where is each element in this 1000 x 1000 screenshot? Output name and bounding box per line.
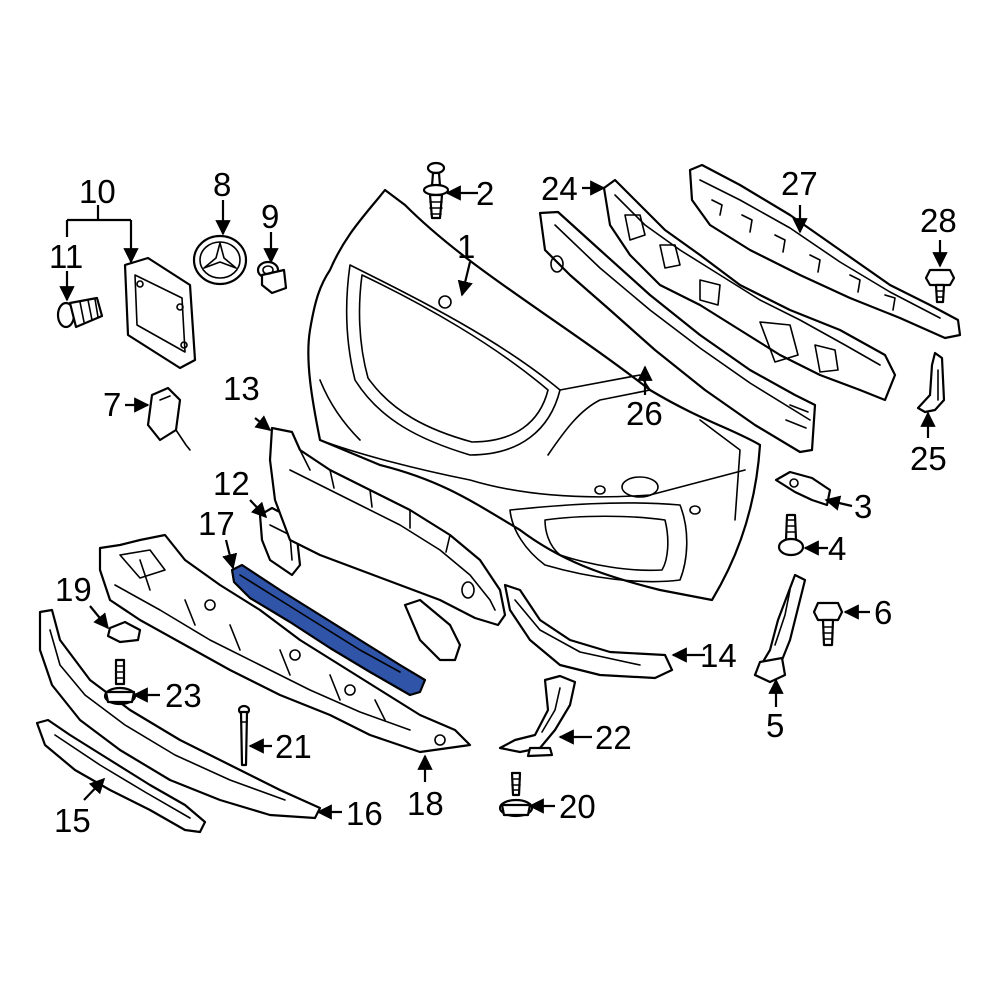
bolt-6 [812, 601, 844, 647]
callout-13: 13 [223, 370, 260, 407]
foam-absorber [602, 178, 897, 402]
clip-19 [106, 620, 142, 644]
bracket-3 [774, 470, 832, 507]
callout-4: 4 [828, 530, 846, 567]
callout-7: 7 [103, 386, 121, 423]
bracket-5 [753, 573, 807, 684]
bolt-28 [924, 268, 956, 304]
callout-15: 15 [54, 802, 91, 839]
callout-2: 2 [476, 175, 494, 212]
callout-8: 8 [213, 166, 231, 203]
callout-24: 24 [541, 170, 578, 207]
nut-9 [256, 260, 288, 295]
emblem [192, 234, 248, 286]
lower-spoiler [35, 718, 207, 834]
callout-20: 20 [559, 788, 596, 825]
callout-19: 19 [55, 571, 92, 608]
clip-11 [56, 296, 104, 329]
callout-16: 16 [346, 795, 383, 832]
bolt-23 [103, 658, 137, 706]
callout-26: 26 [626, 395, 663, 432]
undershield [98, 533, 472, 754]
push-rivet [422, 161, 450, 220]
energy-absorber [230, 563, 427, 697]
leader-lines [59, 180, 948, 820]
callout-22: 22 [595, 719, 632, 756]
callout-11: 11 [49, 238, 83, 275]
callout-1: 1 [457, 228, 475, 265]
bumper-cover [307, 188, 762, 602]
license-bracket [123, 256, 197, 370]
callout-28: 28 [920, 202, 957, 239]
bracket-22 [498, 674, 577, 758]
callout-5: 5 [766, 707, 784, 744]
bracket-25 [916, 351, 946, 414]
callout-labels: 1 2 3 4 5 6 7 8 9 10 11 12 13 14 15 16 1… [49, 165, 957, 839]
callout-10: 10 [79, 173, 116, 210]
callout-18: 18 [407, 785, 444, 822]
callout-14: 14 [700, 637, 737, 674]
callout-3: 3 [854, 488, 872, 525]
callout-6: 6 [874, 594, 892, 631]
callout-25: 25 [910, 440, 947, 477]
grille-frame [268, 426, 507, 662]
trim-strip [503, 583, 674, 680]
bracket-7 [146, 386, 191, 451]
callout-12: 12 [213, 465, 250, 502]
screw-4 [777, 513, 805, 557]
upper-absorber [688, 163, 962, 340]
bolt-20 [498, 771, 534, 818]
pin-21 [237, 704, 251, 767]
callout-9: 9 [261, 198, 279, 235]
callout-17: 17 [198, 505, 235, 542]
reinforcement-beam [538, 210, 817, 454]
callout-21: 21 [275, 728, 312, 765]
callout-27: 27 [781, 165, 818, 202]
callout-23: 23 [165, 677, 202, 714]
